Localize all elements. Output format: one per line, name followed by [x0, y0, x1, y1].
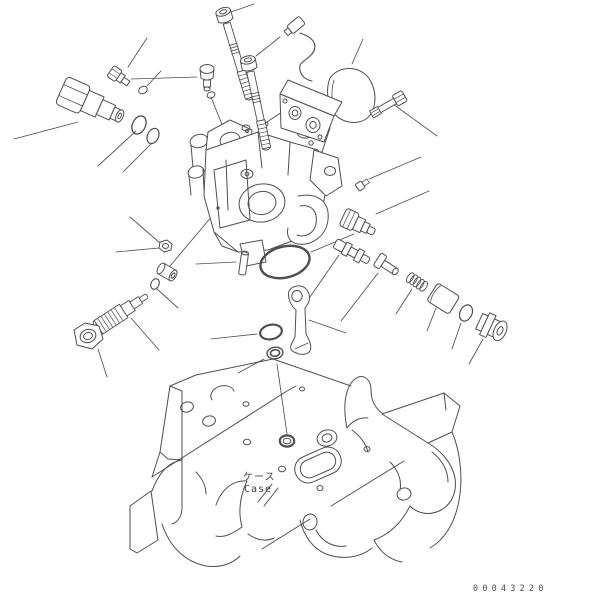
dowel-pin: [238, 250, 250, 276]
set-screw: [355, 178, 370, 192]
artwork: ケース Case 00043220: [13, 3, 548, 594]
hex-plug-fitting: [55, 77, 125, 123]
spring: [406, 272, 428, 292]
bushing-collar: [156, 262, 178, 282]
leader-line: [195, 261, 237, 265]
o-ring-lever: [259, 323, 283, 341]
leader-line: [468, 338, 484, 365]
case-drawing: [129, 358, 462, 567]
o-ring-tiny: [206, 91, 216, 99]
o-ring-adjuster: [150, 278, 160, 290]
leader-line: [368, 156, 422, 180]
solenoid-block-face: [279, 93, 335, 143]
solenoid-valve: [279, 16, 376, 143]
case-ring-bore: [278, 434, 296, 448]
leader-line: [127, 37, 148, 68]
leader-line: [129, 216, 161, 244]
wire-connector: [283, 16, 306, 37]
leader-line: [122, 142, 153, 173]
leader-line: [97, 348, 108, 378]
servo-valve-body: [187, 111, 343, 267]
poppet-plug: [373, 253, 399, 276]
hex-lock-nut: [73, 322, 104, 350]
leader-line: [426, 307, 437, 332]
leader-line: [310, 233, 355, 253]
leader-line: [340, 272, 379, 322]
leader-line: [210, 333, 258, 340]
leader-line: [308, 319, 347, 334]
leader-line: [130, 76, 198, 80]
solenoid-wire: [299, 32, 316, 82]
leader-line: [351, 38, 364, 65]
grommet-bushing: [266, 346, 284, 360]
servo-lever: [288, 285, 312, 355]
o-ring-sleeve: [458, 304, 474, 322]
small-plug-valve: [199, 64, 215, 92]
leader-line: [451, 322, 462, 350]
ridged-cap-plug: [475, 312, 508, 342]
leader-line: [230, 3, 255, 13]
drawing-number: 00043220: [473, 584, 548, 594]
leader-line: [276, 363, 288, 435]
union-fitting: [333, 238, 371, 264]
leader-line: [97, 130, 137, 167]
pressure-sensor: [339, 208, 376, 236]
leader-line: [255, 36, 281, 57]
case-label-en: Case: [244, 484, 272, 495]
leader-line: [130, 317, 160, 351]
case-label-jp: ケース: [243, 471, 276, 483]
piston-sleeve: [427, 283, 460, 314]
leader-line: [156, 288, 179, 309]
grub-screw: [158, 239, 173, 253]
o-ring-large: [259, 244, 311, 280]
leader-line: [375, 190, 430, 215]
leader-line: [13, 121, 79, 140]
o-ring-medium-2: [146, 127, 160, 145]
leader-line: [395, 288, 413, 315]
solenoid-mount-bolt: [369, 90, 408, 119]
leader-line: [115, 247, 160, 253]
leader-line: [392, 103, 438, 137]
leader-line: [237, 358, 265, 374]
small-fitting-bolt: [107, 65, 131, 87]
o-ring-medium: [131, 115, 147, 135]
o-ring-small: [138, 85, 148, 95]
